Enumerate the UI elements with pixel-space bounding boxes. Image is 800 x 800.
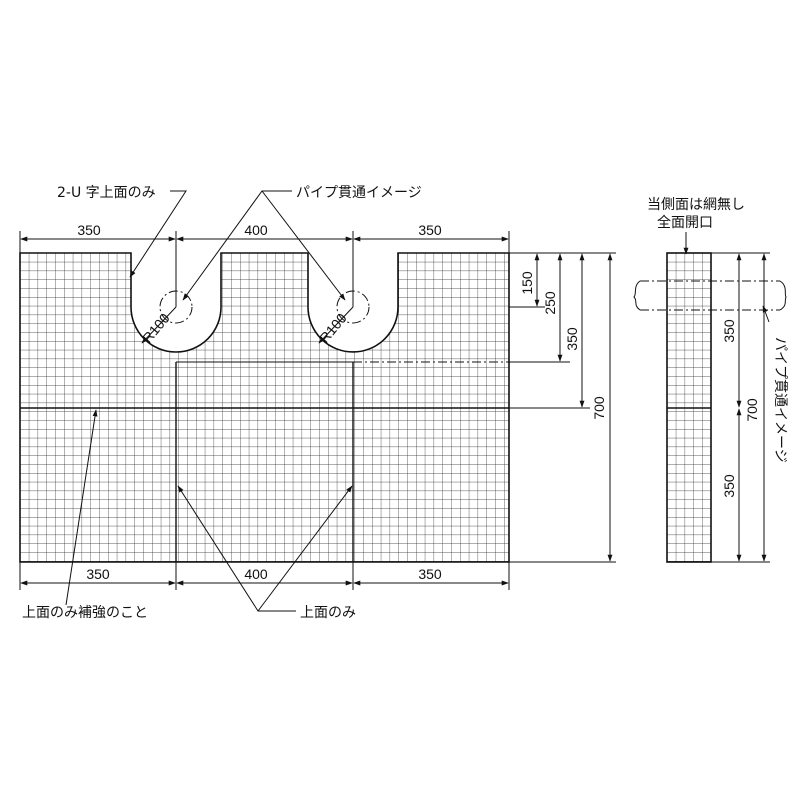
side-dim-upper-350: 350 — [721, 319, 737, 343]
side-dim-lower-350: 350 — [721, 474, 737, 498]
label-reinforce-top: 上面のみ補強のこと — [22, 605, 148, 621]
leader-top-only-right — [257, 485, 353, 612]
radius-leader-right — [318, 306, 354, 344]
leader-side-pipe — [762, 305, 770, 323]
top-dim-2: 400 — [244, 222, 268, 238]
label-pipe-image: パイプ貫通イメージ — [296, 185, 422, 201]
label-top-only: 上面のみ — [300, 605, 356, 621]
front-annotations: 2-U 字上面のみ パイプ貫通イメージ 上面のみ補強のこと 上面のみ — [22, 185, 422, 621]
side-note-line2: 全面開口 — [657, 214, 713, 231]
right-dim-700: 700 — [591, 396, 607, 420]
radius-leader-left — [141, 306, 177, 344]
bottom-dim-2: 400 — [244, 566, 268, 582]
right-dim-250: 250 — [542, 291, 558, 315]
top-dim-1: 350 — [77, 222, 101, 238]
side-note-line1: 当側面は網無し — [647, 197, 745, 213]
leader-reinforce — [65, 409, 98, 606]
side-pipe — [640, 280, 780, 311]
bottom-dim-1: 350 — [86, 566, 110, 582]
leader-u-cut — [129, 190, 187, 278]
side-pipe-end-left — [633, 280, 641, 311]
bottom-dim-3: 350 — [418, 566, 442, 582]
top-dimensions: 350 400 350 — [19, 222, 510, 307]
right-dim-150: 150 — [519, 271, 535, 295]
right-dim-350: 350 — [564, 327, 580, 351]
side-dim-700: 700 — [744, 398, 760, 422]
label-pipe-image-vertical: パイプ貫通イメージ — [772, 337, 788, 463]
leader-pipe-right — [261, 190, 346, 301]
label-u-cut: 2-U 字上面のみ — [57, 185, 156, 201]
front-view: R100 R100 — [19, 252, 510, 563]
top-dim-3: 350 — [418, 222, 442, 238]
bottom-dimensions: 350 400 350 — [19, 562, 510, 590]
right-dimensions: 150 250 350 700 — [398, 252, 616, 563]
side-view: 当側面は網無し 全面開口 350 700 350 パイプ貫通イメージ — [633, 197, 788, 563]
side-pipe-end-right — [779, 280, 787, 311]
